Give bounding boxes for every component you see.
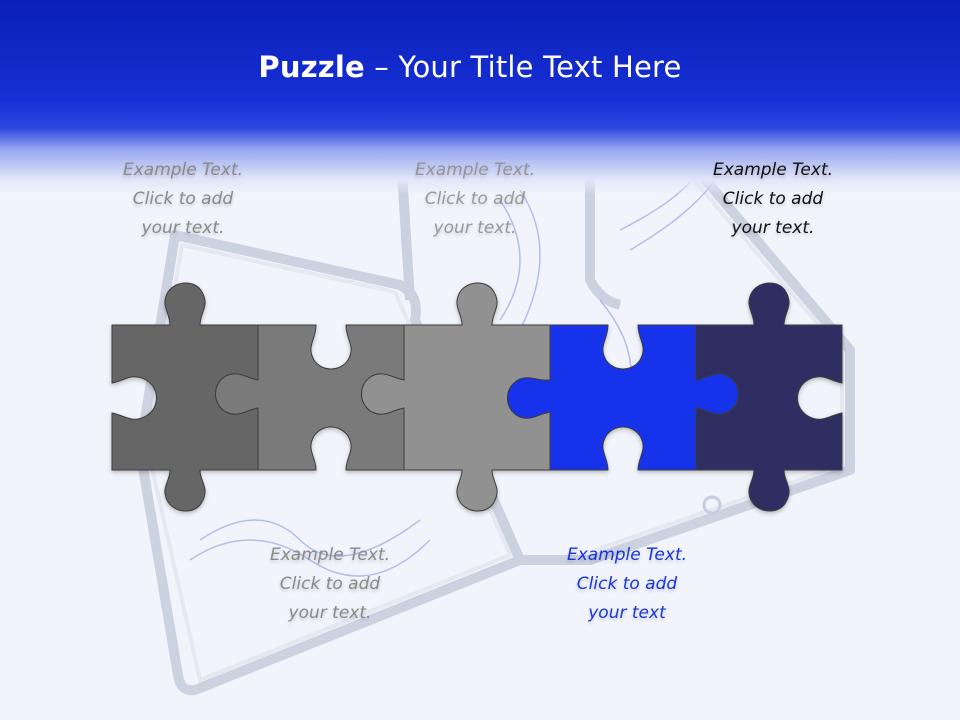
label-1[interactable]: Example Text. Click to add your text. [88, 156, 278, 243]
label-5[interactable]: Example Text. Click to add your text. [678, 156, 868, 243]
label-2-line-3: your text. [288, 603, 372, 623]
puzzle-piece-5[interactable] [695, 282, 843, 512]
label-1-line-1: Example Text. [122, 160, 244, 180]
label-5-line-1: Example Text. [712, 160, 834, 180]
label-3-line-2: Click to add [424, 189, 526, 209]
label-3[interactable]: Example Text. Click to add your text. [380, 156, 570, 243]
title-bold: Puzzle [258, 50, 365, 84]
label-3-line-1: Example Text. [414, 160, 536, 180]
label-5-line-2: Click to add [722, 189, 824, 209]
page-title[interactable]: Puzzle – Your Title Text Here [0, 50, 940, 84]
label-5-line-3: your text. [731, 218, 815, 238]
label-4-line-1: Example Text. [566, 545, 688, 565]
label-4[interactable]: Example Text. Click to add your text [532, 541, 722, 628]
title-rest: – Your Title Text Here [364, 50, 682, 84]
label-2[interactable]: Example Text. Click to add your text. [235, 541, 425, 628]
label-4-line-2: Click to add [576, 574, 678, 594]
label-4-line-3: your text [588, 603, 666, 623]
label-2-line-2: Click to add [279, 574, 381, 594]
label-1-line-3: your text. [141, 218, 225, 238]
label-3-line-3: your text. [433, 218, 517, 238]
label-2-line-1: Example Text. [269, 545, 391, 565]
label-1-line-2: Click to add [132, 189, 234, 209]
header-band [0, 0, 960, 195]
